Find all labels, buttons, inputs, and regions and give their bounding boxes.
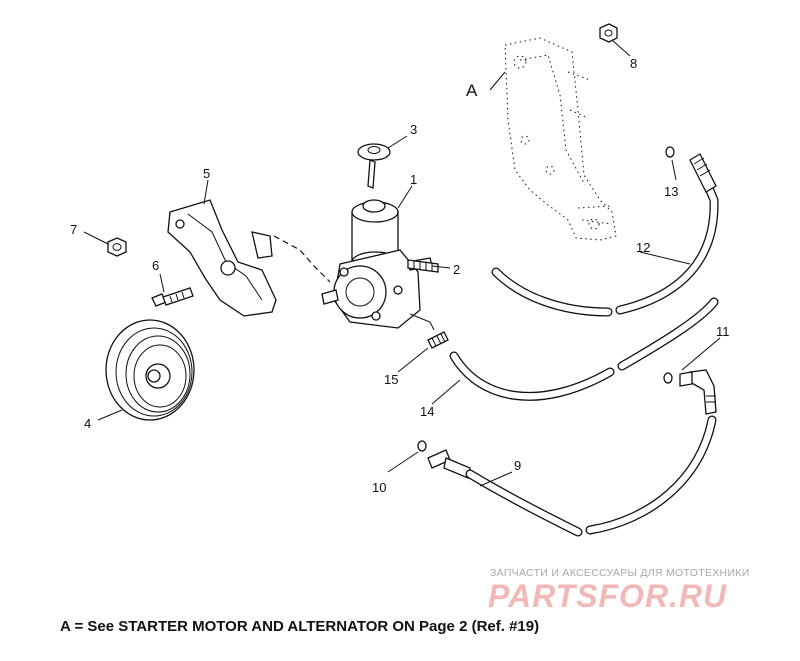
mounting-bracket-a bbox=[504, 37, 617, 241]
callout-9: 9 bbox=[514, 458, 521, 473]
callout-10: 10 bbox=[372, 480, 386, 495]
callout-3: 3 bbox=[410, 122, 417, 137]
callout-7: 7 bbox=[70, 222, 77, 237]
part-11-elbow-fitting bbox=[679, 369, 717, 415]
callout-14: 14 bbox=[420, 404, 434, 419]
part-3-reservoir-cap bbox=[357, 143, 391, 189]
callout-15: 15 bbox=[384, 372, 398, 387]
part-14-hose bbox=[449, 297, 719, 401]
part-5-mount-bracket bbox=[167, 199, 277, 317]
part-6-bolt bbox=[151, 287, 194, 307]
part-13-o-ring bbox=[665, 146, 675, 158]
watermark-logo: PARTSFOR.RU bbox=[488, 578, 728, 614]
part-9-hose bbox=[427, 415, 717, 537]
section-marker-a: A bbox=[466, 81, 478, 100]
watermark-tagline: ЗАПЧАСТИ И АКСЕССУАРЫ ДЛЯ МОТОТЕХНИКИ bbox=[490, 567, 750, 579]
part-2-stud bbox=[407, 259, 439, 273]
part-12-hose bbox=[491, 153, 719, 317]
part-11-o-ring bbox=[663, 372, 673, 384]
callout-2: 2 bbox=[453, 262, 460, 277]
callout-8: 8 bbox=[630, 56, 637, 71]
part-10-o-ring bbox=[417, 440, 427, 452]
part-4-pulley bbox=[105, 319, 195, 421]
leader-lines bbox=[83, 39, 721, 487]
callout-11: 11 bbox=[716, 324, 730, 339]
alignment-dashed-line bbox=[273, 235, 331, 283]
callout-1: 1 bbox=[410, 172, 417, 187]
part-15-fitting bbox=[427, 331, 449, 349]
footnote: A = See STARTER MOTOR AND ALTERNATOR ON … bbox=[60, 618, 540, 635]
part-1-power-steering-pump bbox=[321, 199, 435, 331]
callout-5: 5 bbox=[203, 166, 210, 181]
part-8-nut bbox=[599, 23, 618, 43]
callout-13: 13 bbox=[664, 184, 678, 199]
callout-12: 12 bbox=[636, 240, 650, 255]
callout-6: 6 bbox=[152, 258, 159, 273]
part-7-nut bbox=[107, 237, 127, 257]
callout-4: 4 bbox=[84, 416, 91, 431]
